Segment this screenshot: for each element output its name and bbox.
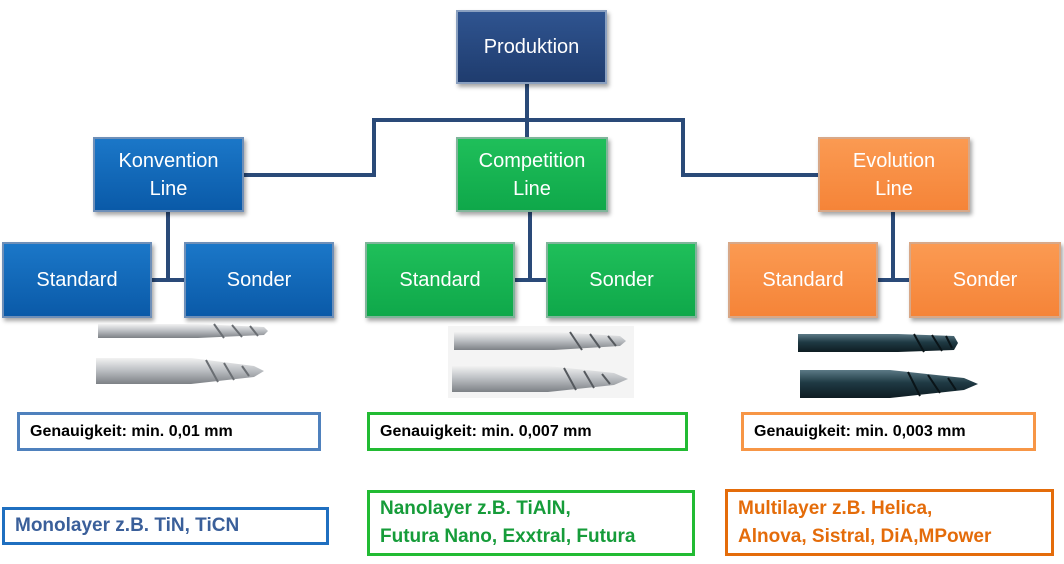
konvention-sonder-node: Sonder xyxy=(184,242,334,318)
produktion-node: Produktion xyxy=(456,10,607,84)
competition-material: Nanolayer z.B. TiAlN, Futura Nano, Exxtr… xyxy=(367,490,695,556)
konvention-standard-node: Standard xyxy=(2,242,152,318)
evolution-line-node: Evolution Line xyxy=(818,137,970,212)
konvention-line-node: Konvention Line xyxy=(93,137,244,212)
konvention-material: Monolayer z.B. TiN, TiCN xyxy=(2,507,329,545)
competition-standard-node: Standard xyxy=(365,242,515,318)
competition-sonder-node: Sonder xyxy=(546,242,697,318)
competition-tool-image xyxy=(448,326,634,398)
evolution-tool-image xyxy=(798,333,978,398)
competition-line-node: Competition Line xyxy=(456,137,608,212)
evolution-accuracy: Genauigkeit: min. 0,003 mm xyxy=(741,412,1036,451)
competition-accuracy: Genauigkeit: min. 0,007 mm xyxy=(367,412,688,451)
konvention-accuracy: Genauigkeit: min. 0,01 mm xyxy=(17,412,321,451)
evolution-standard-node: Standard xyxy=(728,242,878,318)
konvention-tool-image xyxy=(96,323,268,384)
evolution-material: Multilayer z.B. Helica, Alnova, Sistral,… xyxy=(725,489,1054,556)
evolution-sonder-node: Sonder xyxy=(909,242,1061,318)
